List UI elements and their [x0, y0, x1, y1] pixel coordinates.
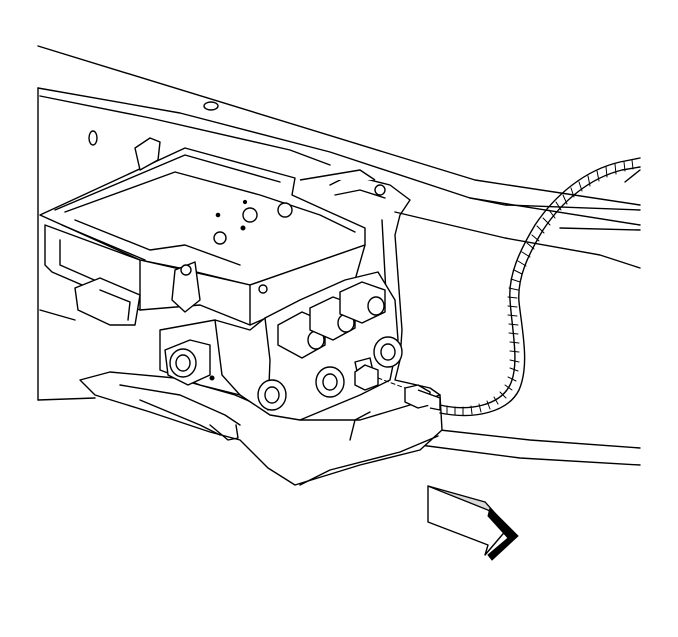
direction-arrow — [427, 485, 519, 561]
abs-modulator-assembly — [39, 137, 376, 326]
housing-screw — [180, 264, 192, 276]
harness-connector — [377, 377, 441, 411]
valve-body — [159, 271, 403, 421]
lid-port-4 — [240, 225, 246, 231]
frame-hole-1 — [203, 101, 219, 111]
frame-rail — [37, 45, 641, 466]
lid-port-2 — [277, 202, 293, 218]
lid-port-3 — [213, 231, 227, 245]
brake-line-fittings — [277, 281, 386, 359]
lid-port-1 — [242, 207, 258, 223]
housing-screw-2 — [258, 284, 268, 294]
lid-port-6 — [242, 199, 248, 205]
lid-port-5 — [215, 212, 221, 218]
frame-hole-2 — [88, 130, 98, 146]
wiring-harness — [439, 157, 641, 417]
bracket-bolt-hole — [374, 184, 386, 196]
